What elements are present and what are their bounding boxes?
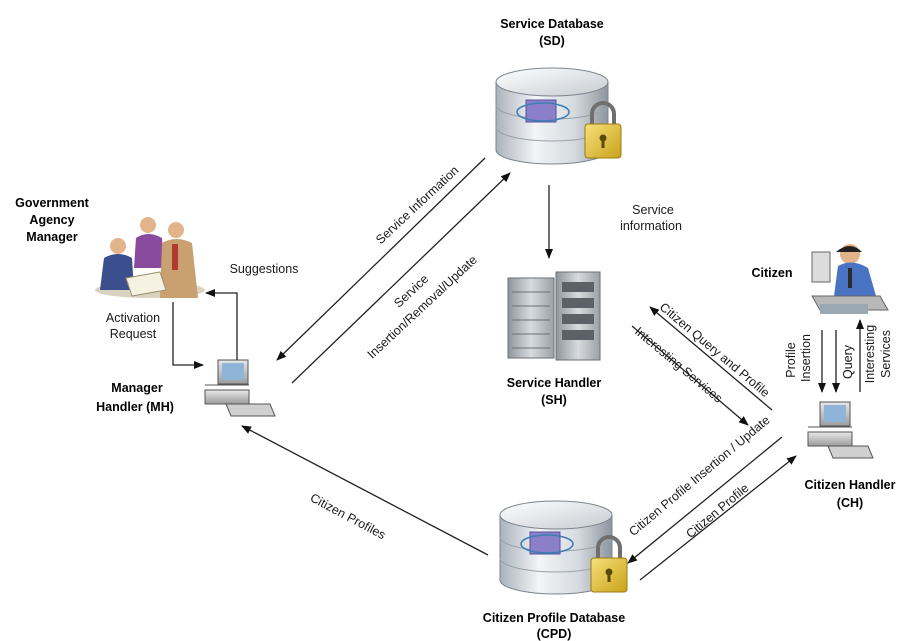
service-handler-title: Service Handler xyxy=(507,376,602,390)
service-handler-abbr: (SH) xyxy=(541,393,567,407)
label-query: Query xyxy=(841,344,855,379)
citizen-profile-database-title: Citizen Profile Database xyxy=(483,611,625,625)
manager-handler-node: Manager Handler (MH) xyxy=(96,359,276,417)
arrow-activation-request xyxy=(172,302,204,369)
label-activation-line1: Activation xyxy=(106,311,160,325)
label-citizen-profiles: Citizen Profiles xyxy=(308,491,388,543)
label-service-iru-line2: Insertion/Removal/Update xyxy=(365,253,480,362)
arrow-mh-to-sd xyxy=(291,172,511,384)
citizen-profile-database-node: Citizen Profile Database (CPD) xyxy=(483,500,628,641)
arrow-cpd-to-mh xyxy=(241,425,489,556)
arrow-cpd-to-ch xyxy=(639,455,797,581)
label-interesting-services-ch-line2: Services xyxy=(879,330,893,378)
server-rack-icon xyxy=(507,271,601,361)
citizen-profile-database-abbr: (CPD) xyxy=(537,627,572,641)
government-agency-manager-node: Government Agency Manager xyxy=(15,196,205,298)
label-interesting-services-sh: Interesting Services xyxy=(632,324,725,405)
label-activation-line2: Request xyxy=(110,327,157,341)
label-suggestions: Suggestions xyxy=(230,262,299,276)
arrow-sh-to-ch xyxy=(631,325,749,426)
label-service-info-line2: information xyxy=(620,219,682,233)
arrow-ch-to-sh xyxy=(649,306,773,411)
arrow-ch-to-cpd xyxy=(627,436,783,564)
service-database-abbr: (SD) xyxy=(539,34,565,48)
service-database-node: Service Database (SD) xyxy=(495,17,622,165)
arrow-sd-to-mh xyxy=(276,157,486,361)
computer-icon xyxy=(807,401,874,459)
manager-handler-title-line2: Handler (MH) xyxy=(96,400,174,414)
lock-icon xyxy=(584,101,622,159)
service-handler-node: Service Handler (SH) xyxy=(507,271,602,407)
database-icon xyxy=(499,500,613,595)
citizen-handler-abbr: (CH) xyxy=(837,496,863,510)
citizen-node: Citizen xyxy=(752,244,889,314)
manager-handler-title-line1: Manager xyxy=(111,381,163,395)
computer-icon xyxy=(204,359,276,417)
arrow-suggestions xyxy=(205,289,238,360)
gov-manager-label-line2: Agency xyxy=(29,213,74,227)
label-service-info-line1: Service xyxy=(632,203,674,217)
gov-manager-label-line1: Government xyxy=(15,196,89,210)
citizen-title: Citizen xyxy=(752,266,793,280)
citizen-at-computer-icon xyxy=(811,244,889,314)
label-service-information: Service Information xyxy=(373,163,461,247)
label-interesting-services-ch-line1: Interesting xyxy=(863,325,877,383)
database-icon xyxy=(495,67,609,165)
lock-icon xyxy=(590,535,628,593)
managers-group-icon xyxy=(95,217,205,298)
service-database-title: Service Database xyxy=(500,17,604,31)
citizen-handler-node: Citizen Handler (CH) xyxy=(805,401,896,510)
label-profile-insertion-line2: Insertion xyxy=(799,334,813,382)
citizen-handler-title: Citizen Handler xyxy=(805,478,896,492)
label-profile-insertion-line1: Profile xyxy=(784,342,798,377)
gov-manager-label-line3: Manager xyxy=(26,230,78,244)
